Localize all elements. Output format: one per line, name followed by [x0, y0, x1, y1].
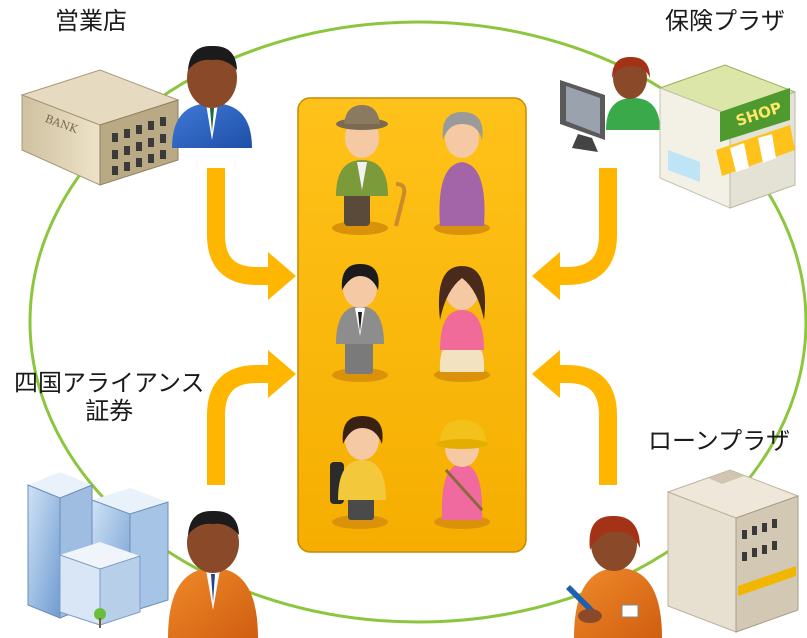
- securities-staff-icon: [168, 510, 258, 638]
- pc-monitor-icon: [560, 80, 605, 152]
- arrow-top-left: [207, 168, 296, 300]
- customer-schoolboy-icon: [330, 416, 388, 529]
- arrow-bottom-right: [532, 350, 617, 485]
- customer-businessman-icon: [332, 264, 388, 382]
- shop-building-icon: SHOP: [658, 64, 797, 209]
- connection-circle: [28, 20, 807, 624]
- label-securities: 四国アライアンス 証券: [14, 369, 205, 425]
- label-loan-plaza: ローンプラザ: [648, 427, 791, 455]
- arrow-top-right: [532, 168, 617, 300]
- loan-building-icon: [666, 469, 800, 633]
- arrow-bottom-left: [207, 350, 296, 485]
- label-securities-line1: 四国アライアンス: [14, 369, 205, 397]
- customer-elderly-man-icon: [332, 105, 407, 235]
- bank-staff-icon: [172, 45, 252, 148]
- customer-schoolgirl-icon: [434, 420, 490, 529]
- office-buildings-icon: [27, 472, 169, 628]
- customer-young-woman-icon: [434, 266, 490, 382]
- bank-building-icon: BANK: [20, 69, 180, 186]
- label-insurance-plaza: 保険プラザ: [665, 7, 785, 35]
- label-securities-line2: 証券: [85, 396, 134, 425]
- loan-staff-icon: [566, 515, 662, 638]
- customer-elderly-woman-icon: [434, 112, 490, 235]
- label-branch: 営業店: [55, 7, 127, 35]
- insurance-staff-icon: [606, 56, 660, 130]
